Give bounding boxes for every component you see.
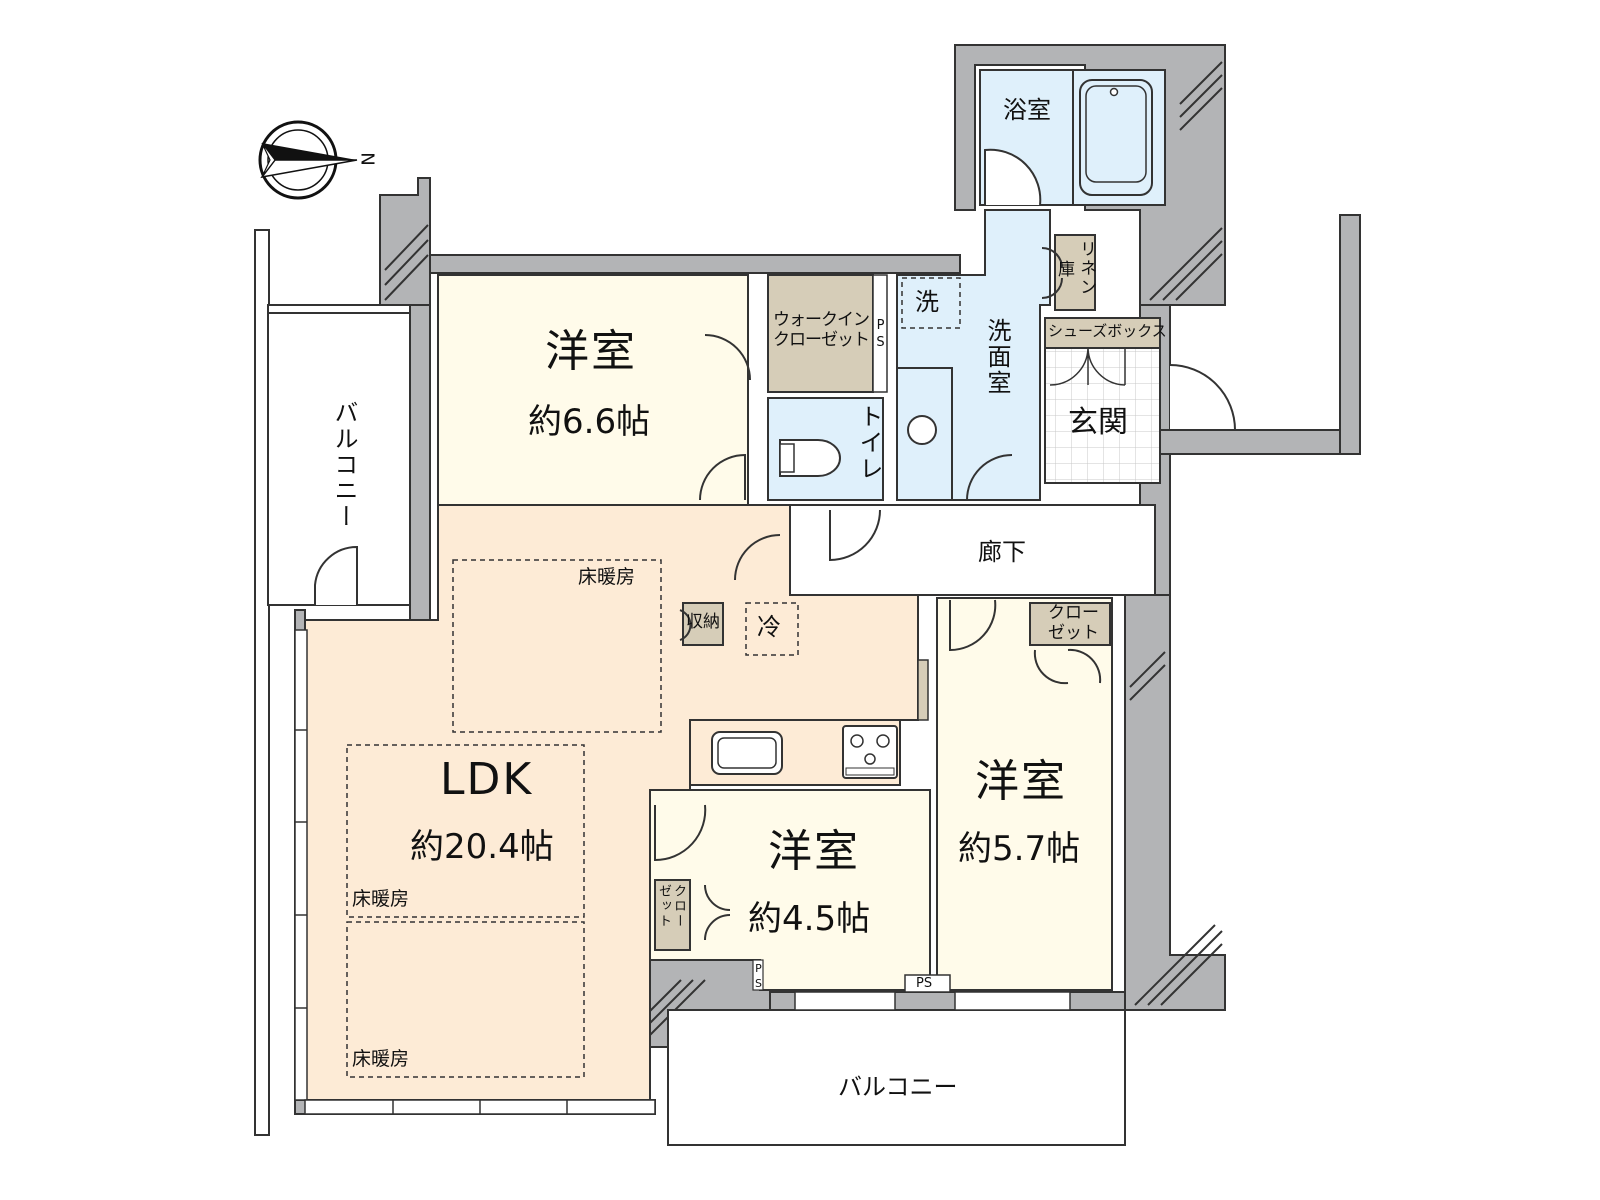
balcony-door-swing <box>314 545 358 605</box>
room-western-a-area: 約6.6帖 <box>528 402 651 442</box>
ps-label-walkin: PS <box>873 318 888 352</box>
room-western-c <box>649 789 931 991</box>
room-western-b-area: 約5.7帖 <box>958 829 1081 869</box>
compass-north-label: N <box>356 152 378 166</box>
floor-heating-area-3 <box>346 921 585 1078</box>
bathroom-door-swing <box>984 148 1042 206</box>
toilet-icon <box>779 439 841 477</box>
room-western-b <box>936 597 1113 991</box>
linen-label: リネン <box>1076 240 1096 297</box>
room-toilet-name: トイレ <box>855 404 883 482</box>
washer-space <box>901 277 961 329</box>
room-washroom-name: 洗面室 <box>983 318 1011 396</box>
shoebox <box>1044 317 1161 349</box>
ps-label-south-left: PS <box>752 962 765 992</box>
closet-c-label-2: ゼット <box>656 884 671 929</box>
vanity <box>896 367 953 501</box>
ldk-windows <box>294 629 656 1115</box>
closet-b-label-1: クロー <box>1048 603 1099 623</box>
ps-label-south: PS <box>916 976 933 991</box>
west-balcony-label: バルコニー <box>330 400 358 530</box>
room-hallway <box>789 504 1156 596</box>
kitchen-storage-label: 収納 <box>686 612 720 632</box>
room-western-a-name: 洋室 <box>545 326 637 377</box>
washer-label: 洗 <box>915 288 939 316</box>
sink-icon <box>711 731 783 775</box>
fridge-label: 冷 <box>757 613 781 641</box>
room-bathroom-name: 浴室 <box>1003 96 1051 124</box>
shoebox-label: シューズボックス <box>1048 322 1167 340</box>
fridge-space <box>745 602 799 656</box>
south-balcony <box>667 1009 1126 1146</box>
room-entrance <box>1044 347 1161 484</box>
room-hallway-name: 廊下 <box>978 538 1026 566</box>
linen-side-label: 庫 <box>1058 260 1075 280</box>
room-entrance-name: 玄関 <box>1068 405 1128 440</box>
walk-in-closet-label-2: クローゼット <box>773 330 870 350</box>
compass-north-arrow-icon <box>258 120 358 200</box>
column-hatch <box>384 61 1223 1041</box>
room-ldk-name: LDK <box>440 754 534 805</box>
floor-heating-area-1 <box>452 559 662 733</box>
washbasin-icon <box>907 415 937 445</box>
walk-in-closet-label-1: ウォークイン <box>773 310 870 330</box>
room-western-c-name: 洋室 <box>768 826 860 877</box>
door-swings <box>654 247 1102 941</box>
linen-storage <box>1054 234 1096 311</box>
south-balcony-label: バルコニー <box>838 1073 958 1101</box>
floor-heating-area-2 <box>346 744 585 918</box>
room-western-b-name: 洋室 <box>975 756 1067 807</box>
floor-heating-label-1: 床暖房 <box>578 566 636 588</box>
room-ldk-area: 約20.4帖 <box>410 827 554 867</box>
floor-heating-label-3: 床暖房 <box>352 1048 410 1070</box>
bathtub-icon <box>1079 79 1153 196</box>
south-windows <box>794 991 1071 1011</box>
cooktop-icon <box>842 725 898 779</box>
ps-shaft-south <box>904 974 951 993</box>
floor-heating-label-2: 床暖房 <box>352 888 410 910</box>
closet-c <box>654 879 691 951</box>
closet-c-label-1: クロー <box>671 884 686 929</box>
room-western-c-area: 約4.5帖 <box>748 899 871 939</box>
closet-b <box>1029 602 1111 646</box>
closet-b-label-2: ゼット <box>1048 623 1099 643</box>
front-door-swing <box>1169 364 1237 431</box>
west-balcony <box>254 229 419 1136</box>
room-western-a <box>437 274 749 506</box>
